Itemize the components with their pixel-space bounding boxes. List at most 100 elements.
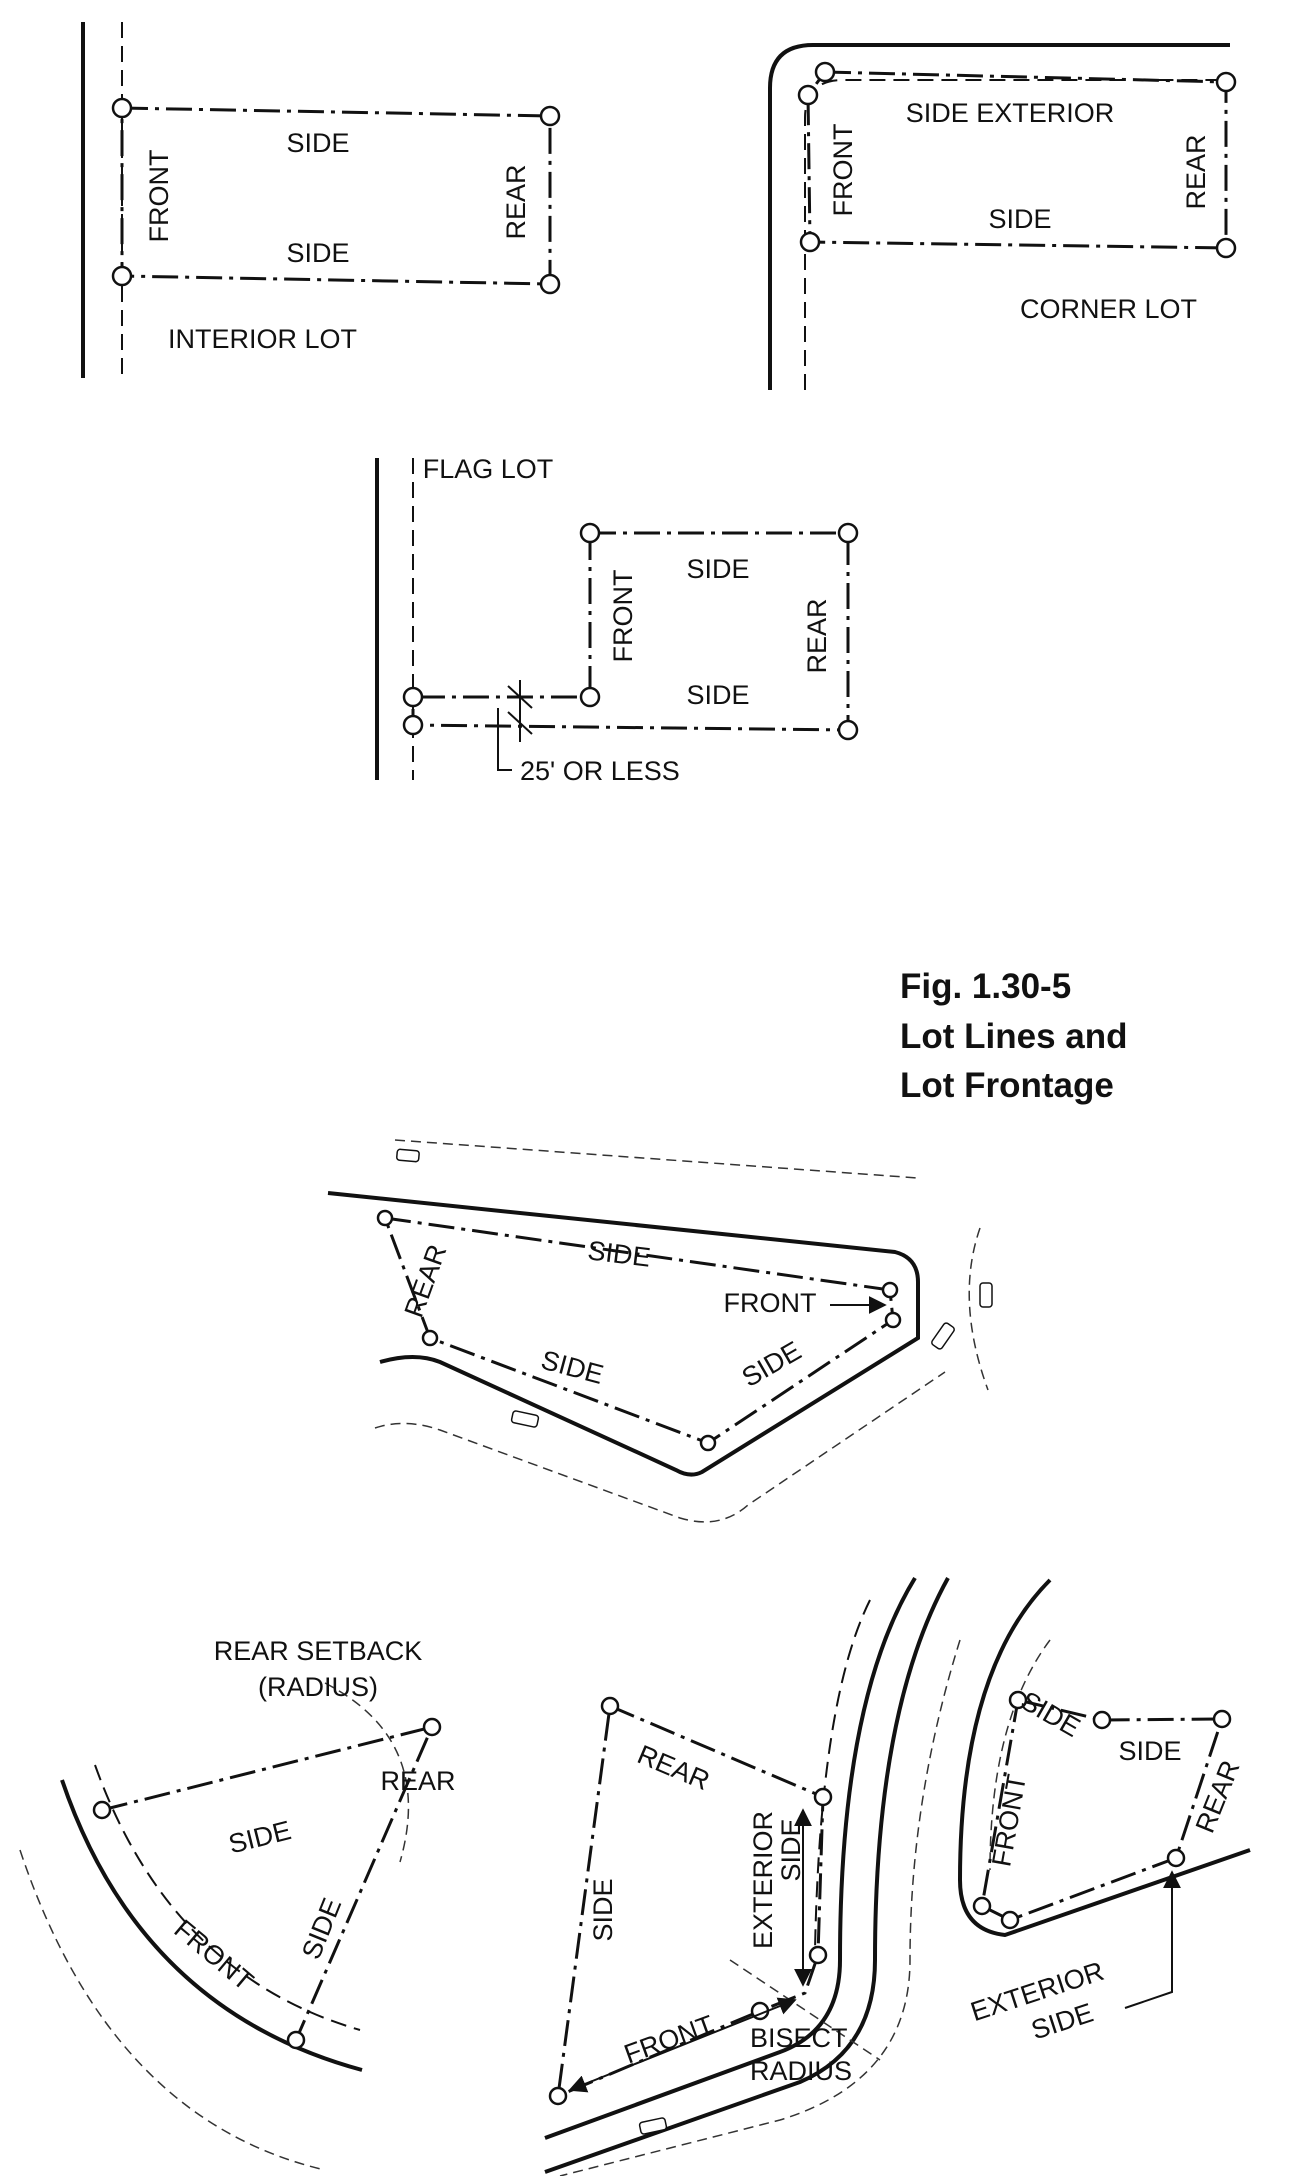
- corner-pin: [1212, 1709, 1232, 1729]
- bisect-label-line1: BISECT: [750, 2023, 848, 2053]
- side-bottom-label: SIDE: [286, 238, 349, 268]
- front-label: FRONT: [828, 124, 858, 217]
- side-top-label: SIDE: [686, 554, 749, 584]
- outer-right-of-way: [559, 1639, 961, 2176]
- street-edge-left: [544, 1576, 917, 2140]
- corner-pin: [813, 1787, 833, 1807]
- side-b-label: SIDE: [1118, 1736, 1181, 1766]
- corner-pin: [402, 686, 424, 708]
- right-of-way-bottom: [374, 1371, 946, 1523]
- corner-pin: [421, 1329, 439, 1347]
- street-edge-curve: [768, 43, 1230, 390]
- bisect-radius-line: [729, 1959, 881, 2061]
- front-label: FRONT: [144, 150, 174, 243]
- flag-lot: FLAG LOT SIDE SIDE FRONT REAR 25' OR LES…: [375, 454, 859, 786]
- right-of-way-right: [968, 1227, 989, 1391]
- front-label: FRONT: [608, 570, 638, 663]
- rear-label: REAR: [802, 598, 832, 673]
- corner-pin: [539, 105, 561, 127]
- corner-pin: [111, 97, 133, 119]
- rear-setback-note-line1: REAR SETBACK: [214, 1636, 423, 1666]
- corner-pin: [1215, 237, 1237, 259]
- curved-lot-left: REAR SETBACK (RADIUS) REAR SIDE FRONT SI…: [19, 1636, 456, 2171]
- rear-setback-note-line2: (RADIUS): [258, 1672, 378, 1702]
- corner-lot: SIDE EXTERIOR SIDE FRONT REAR CORNER LOT: [768, 43, 1237, 390]
- rear-label: REAR: [501, 164, 531, 239]
- corner-pin: [286, 2030, 306, 2050]
- parked-car: [638, 2117, 668, 2135]
- street-edge-right: [544, 1577, 950, 2174]
- front-label: FRONT: [724, 1288, 817, 1318]
- parked-car: [396, 1148, 420, 1163]
- side-label: SIDE: [588, 1878, 618, 1941]
- corner-pin: [422, 1717, 442, 1737]
- exterior-label: EXTERIOR: [748, 1811, 778, 1949]
- corner-pin: [1008, 1690, 1028, 1710]
- irregular-lot: REAR SIDE FRONT SIDE SIDE: [327, 1139, 993, 1523]
- figure-caption: Fig. 1.30-5 Lot Lines and Lot Frontage: [900, 967, 1128, 1105]
- corner-lot-title: CORNER LOT: [1020, 294, 1197, 324]
- right-of-way-curve: [94, 1764, 361, 2031]
- lot-boundary: [382, 1216, 895, 1445]
- corner-pin: [972, 1896, 992, 1916]
- side-bottom-label: SIDE: [686, 680, 749, 710]
- parked-car: [931, 1322, 955, 1350]
- dimension-label: 25' OR LESS: [520, 756, 680, 786]
- corner-pin: [881, 1281, 899, 1299]
- side-diag-label: SIDE: [296, 1894, 347, 1964]
- corner-pin: [699, 1434, 717, 1452]
- street-edge-curve: [60, 1779, 363, 2072]
- corner-pin: [808, 1945, 828, 1965]
- rear-label: REAR: [380, 1766, 455, 1796]
- corner-pin: [600, 1696, 620, 1716]
- figure-title-line1: Lot Lines and: [900, 1017, 1128, 1056]
- outer-right-of-way: [19, 1849, 326, 2171]
- side-a-label: SIDE: [1016, 1685, 1086, 1742]
- front-label: FRONT: [169, 1914, 260, 1997]
- corner-pin: [92, 1800, 112, 1820]
- curved-lot-right: SIDE SIDE FRONT REAR EXTERIOR SIDE: [957, 1578, 1251, 2045]
- street-edge-curve: [957, 1578, 1251, 1938]
- rear-label: REAR: [633, 1739, 714, 1796]
- corner-pin: [797, 84, 819, 106]
- corner-pin: [539, 273, 561, 295]
- right-of-way-curve: [814, 1599, 871, 1951]
- rear-label: REAR: [1190, 1756, 1246, 1837]
- corner-pin: [884, 1311, 902, 1329]
- corner-pin: [1166, 1848, 1186, 1868]
- parked-car: [979, 1282, 993, 1308]
- corner-pin: [1215, 71, 1237, 93]
- flag-lot-title: FLAG LOT: [423, 454, 554, 484]
- inner-right-of-way: [989, 1639, 1051, 1871]
- side-exterior-label: SIDE EXTERIOR: [906, 98, 1115, 128]
- corner-pin: [579, 522, 601, 544]
- lot-boundary: [101, 1724, 435, 2041]
- figure-title-line2: Lot Frontage: [900, 1066, 1114, 1105]
- bisect-label-line2: RADIUS: [750, 2056, 852, 2086]
- interior-lot: SIDE SIDE FRONT REAR INTERIOR LOT: [81, 22, 561, 378]
- exterior-side-leader: [1124, 1870, 1181, 2009]
- corner-pin: [837, 522, 859, 544]
- parked-car: [510, 1410, 540, 1428]
- front-label: FRONT: [620, 2010, 718, 2070]
- interior-lot-title: INTERIOR LOT: [168, 324, 357, 354]
- right-of-way-top: [394, 1139, 919, 1179]
- corner-pin: [837, 719, 859, 741]
- street-edge-curve: [327, 1191, 920, 1477]
- corner-pin: [111, 265, 133, 287]
- corner-pin: [799, 231, 821, 253]
- corner-pin: [548, 2086, 568, 2106]
- side-top-label: SIDE: [226, 1815, 294, 1859]
- corner-pin: [1092, 1710, 1112, 1730]
- corner-pin: [579, 686, 601, 708]
- figure-number: Fig. 1.30-5: [900, 967, 1071, 1006]
- front-label: FRONT: [986, 1772, 1032, 1869]
- corner-pin: [376, 1209, 394, 1227]
- side-label: SIDE: [988, 204, 1051, 234]
- flag-width-dimension: [497, 680, 533, 771]
- exterior-side-label: SIDE: [776, 1818, 806, 1881]
- corner-pin: [814, 61, 836, 83]
- side-top-label: SIDE: [586, 1235, 652, 1272]
- side-right-label: SIDE: [737, 1335, 807, 1392]
